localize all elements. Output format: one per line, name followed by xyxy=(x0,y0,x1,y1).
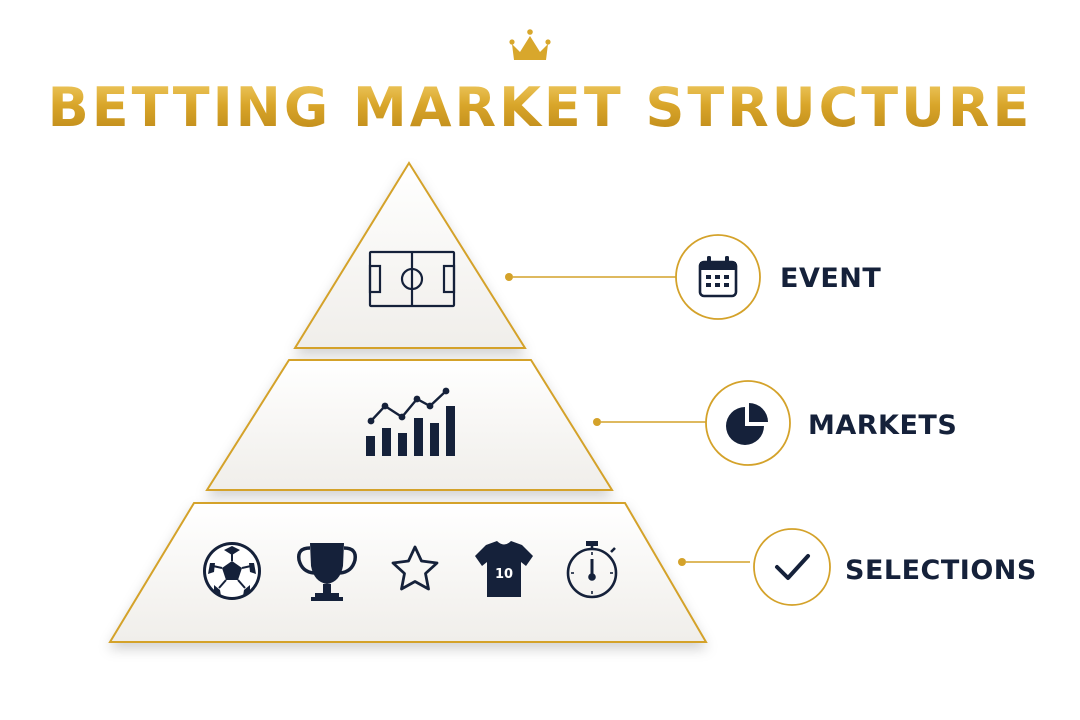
connector-markets: MARKETS xyxy=(593,380,957,466)
page-title: BETTING MARKET STRUCTURE xyxy=(0,76,1080,140)
connector-selections: SELECTIONS xyxy=(678,528,1037,606)
soccer-ball-icon xyxy=(203,542,261,600)
pie-chart-icon xyxy=(726,403,768,445)
calendar-icon xyxy=(698,256,738,298)
soccer-field-icon xyxy=(368,250,456,308)
tier-label-selections: SELECTIONS xyxy=(845,555,1037,586)
tier-selections-shape xyxy=(108,502,708,643)
badge-selections xyxy=(753,528,831,606)
tier-event xyxy=(293,161,527,349)
tier-label-event: EVENT xyxy=(780,263,881,294)
crown-ornament xyxy=(325,29,755,60)
connector-event: EVENT xyxy=(505,234,881,320)
tier-selections: 10 xyxy=(108,502,708,643)
badge-markets xyxy=(705,380,791,466)
tier-markets xyxy=(205,359,614,491)
tier-label-markets: MARKETS xyxy=(808,410,957,441)
checkmark-icon xyxy=(775,554,810,580)
tier-markets-shape xyxy=(205,359,614,491)
crown-icon xyxy=(512,36,548,60)
tier-event-shape xyxy=(293,161,527,349)
trophy-icon xyxy=(296,543,358,601)
jersey-number: 10 xyxy=(495,567,513,582)
bar-chart-trend-icon xyxy=(366,387,455,456)
stopwatch-icon xyxy=(566,541,618,599)
star-icon xyxy=(391,545,439,591)
jersey-icon: 10 xyxy=(475,541,533,597)
